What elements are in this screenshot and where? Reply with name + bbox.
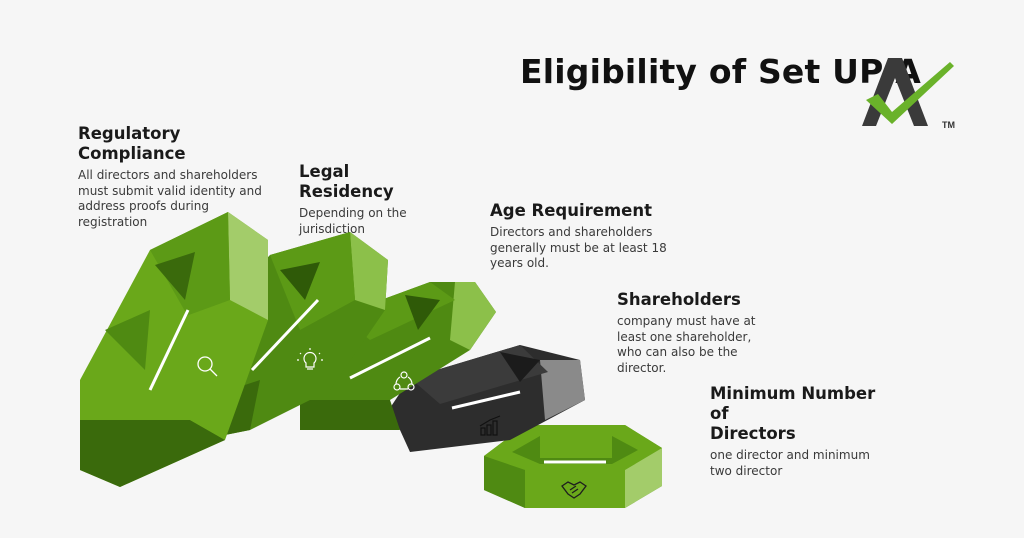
item-text: Depending on the jurisdiction (299, 206, 407, 236)
item-regulatory-compliance: Regulatory Compliance All directors and … (78, 124, 278, 230)
item-title: Age Requirement (490, 201, 652, 220)
a-checkmark-logo-icon: TM (862, 58, 955, 130)
item-title: Legal Residency (299, 162, 394, 201)
handshake-icon (561, 481, 587, 499)
item-legal-residency: Legal Residency Depending on the jurisdi… (299, 162, 449, 237)
ring-shareholders (390, 345, 585, 452)
bar-chart-icon (479, 415, 501, 436)
item-text: Directors and shareholders generally mus… (490, 225, 667, 270)
item-text: All directors and shareholders must subm… (78, 168, 262, 229)
item-age-requirement: Age Requirement Directors and shareholde… (490, 201, 670, 272)
network-icon (393, 371, 415, 391)
trademark-label: TM (942, 120, 955, 130)
ring-regulatory-compliance (80, 212, 268, 487)
item-minimum-directors: Minimum Number of Directors one director… (710, 384, 890, 479)
item-title: Minimum Number of Directors (710, 384, 876, 443)
item-title: Regulatory Compliance (78, 124, 186, 163)
magnifier-icon (197, 356, 218, 377)
page-title: Eligibility of Set UP A (520, 52, 921, 91)
item-title: Shareholders (617, 290, 741, 309)
ring-minimum-directors (484, 425, 662, 508)
item-text: company must have at least one sharehold… (617, 314, 756, 375)
item-text: one director and minimum two director (710, 448, 870, 478)
item-shareholders: Shareholders company must have at least … (617, 290, 757, 376)
lightbulb-icon (297, 348, 323, 370)
